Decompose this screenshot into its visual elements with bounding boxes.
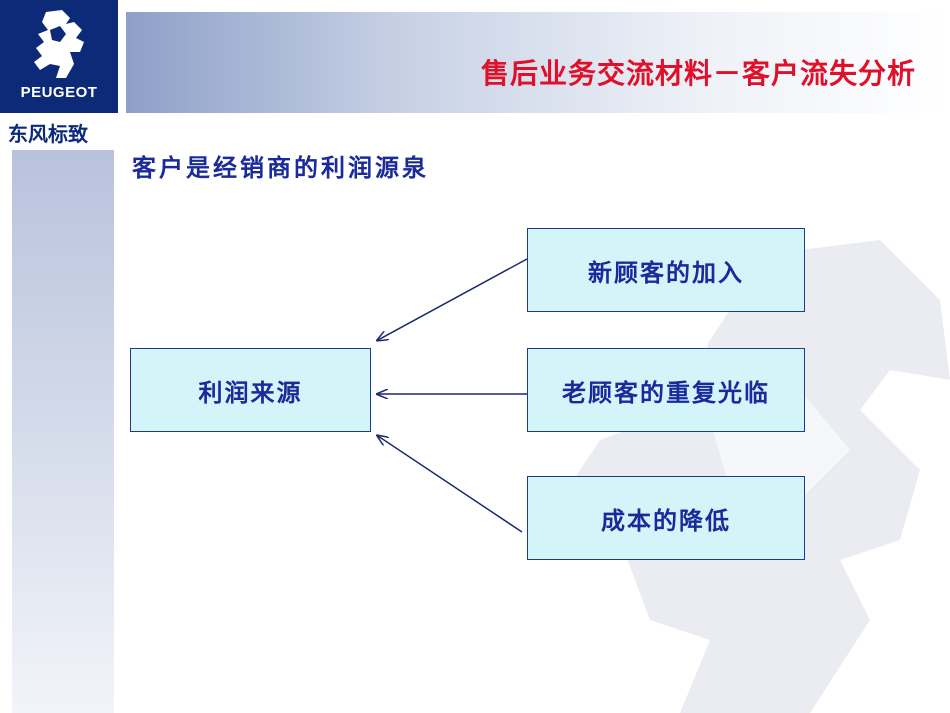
arrow-cost-reduction: [378, 436, 523, 533]
arrow-new-customers: [378, 258, 528, 340]
brand-chinese-name: 东风标致: [8, 122, 88, 146]
profit-source-node: 利润来源: [130, 348, 371, 432]
lion-logo-icon: [34, 10, 84, 78]
source-node-cost-reduction: 成本的降低: [527, 476, 805, 560]
brand-logo-panel: PEUGEOT: [0, 0, 118, 113]
sidebar-strip: [12, 150, 114, 713]
source-node-repeat-customers: 老顾客的重复光临: [527, 348, 805, 432]
source-node-new-customers: 新顾客的加入: [527, 228, 805, 312]
brand-name: PEUGEOT: [20, 84, 98, 101]
slide-title: 售后业务交流材料－客户流失分析: [480, 57, 916, 90]
header-band: 售后业务交流材料－客户流失分析: [126, 12, 950, 113]
slide-subtitle: 客户是经销商的利润源泉: [132, 153, 429, 182]
